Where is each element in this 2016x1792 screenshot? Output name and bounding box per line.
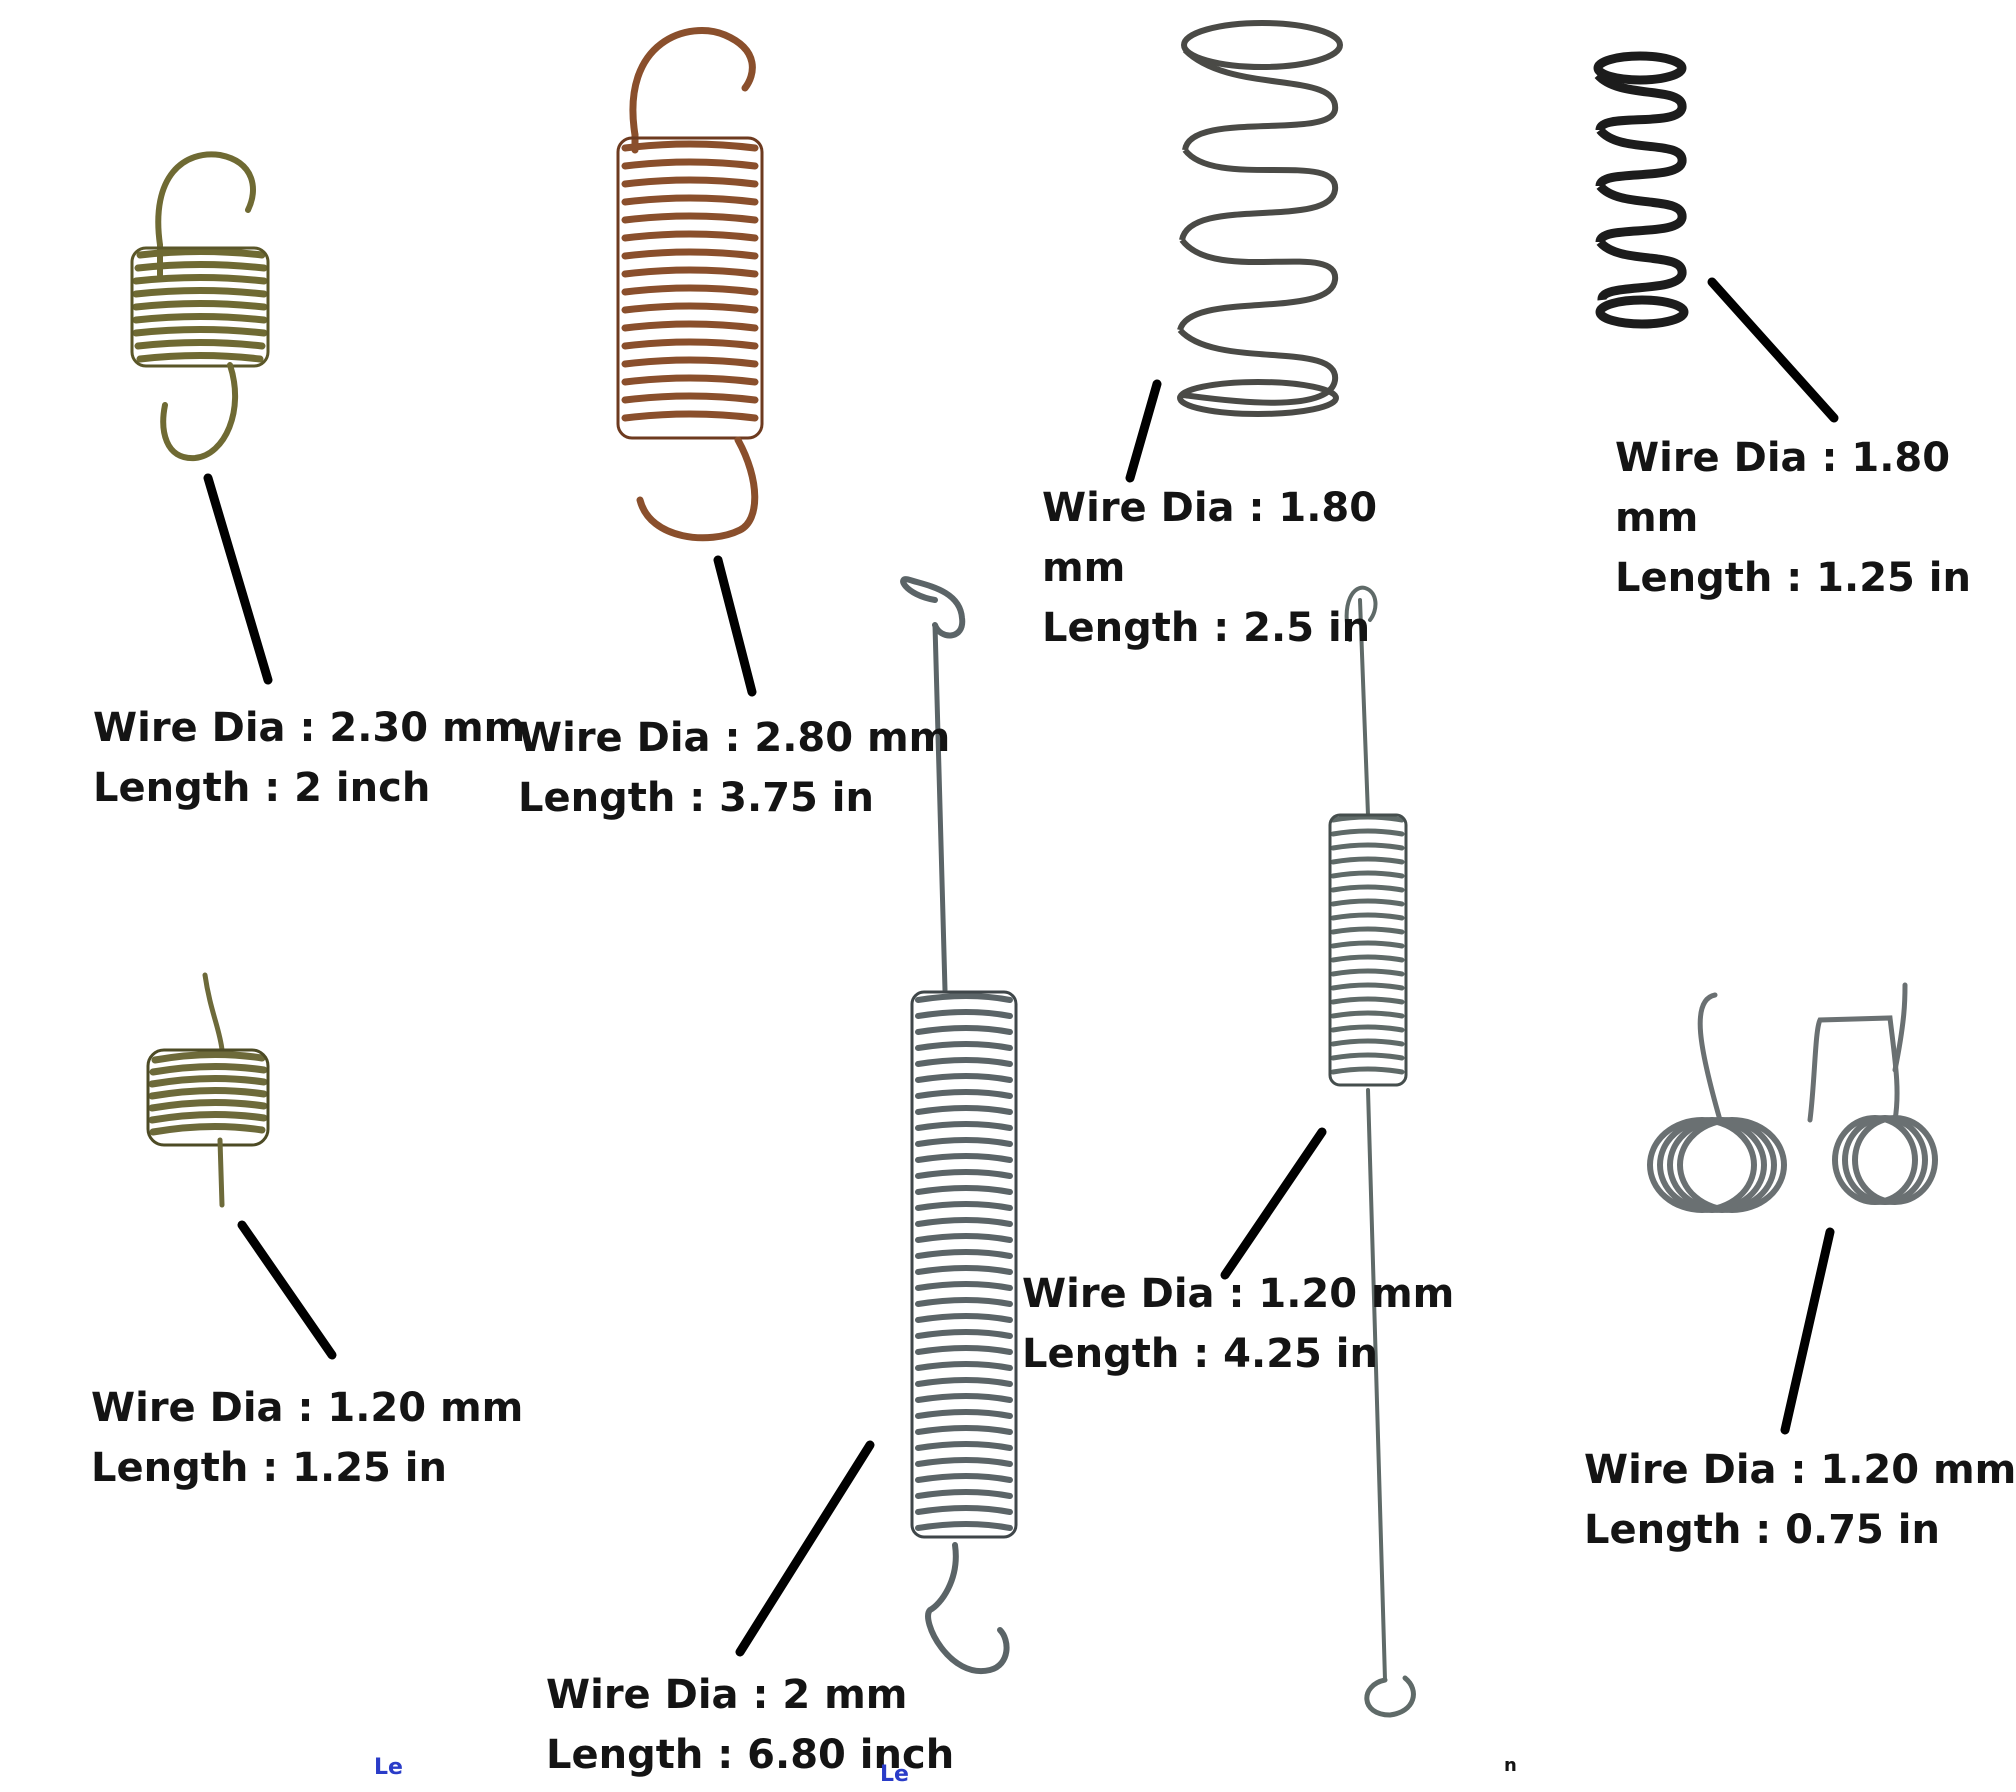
spring-7-length: Length : 4.25 in — [1022, 1331, 1378, 1377]
spring-2-specs: Wire Dia : 2.80 mm Length : 3.75 in — [518, 708, 950, 828]
spring-8-image — [1647, 982, 1938, 1213]
spring-6-image — [900, 576, 1018, 1675]
leader-line-6 — [735, 1440, 875, 1657]
spring-3-wire-dia: Wire Dia : 1.80 — [1042, 485, 1378, 531]
spring-8-specs: Wire Dia : 1.20 mm Length : 0.75 in — [1584, 1440, 2016, 1560]
spring-7-wire-dia: Wire Dia : 1.20 mm — [1022, 1271, 1455, 1317]
spring-7-image — [1328, 585, 1416, 1718]
spring-3-wire-dia-unit: mm — [1042, 545, 1126, 591]
spring-6-length: Length : 6.80 inch — [546, 1732, 955, 1778]
spring-4-image — [1593, 51, 1689, 329]
leader-line-1 — [203, 473, 273, 685]
spring-4-specs: Wire Dia : 1.80 mm Length : 1.25 in — [1615, 428, 1971, 608]
spring-5-image — [146, 972, 270, 1208]
leader-line-5 — [237, 1220, 337, 1360]
spring-2-wire-dia: Wire Dia : 2.80 mm — [518, 715, 951, 761]
leader-line-2 — [713, 555, 757, 697]
spring-3-length: Length : 2.5 in — [1042, 605, 1371, 651]
leader-lines — [203, 277, 1839, 1657]
spring-6-wire-dia: Wire Dia : 2 mm — [546, 1672, 908, 1718]
leader-line-3 — [1125, 379, 1162, 483]
spring-8-wire-dia: Wire Dia : 1.20 mm — [1584, 1447, 2016, 1493]
text-fragment-2: Le — [880, 1762, 909, 1787]
spring-3-image — [1177, 20, 1343, 417]
spring-7-specs: Wire Dia : 1.20 mm Length : 4.25 in — [1022, 1264, 1454, 1384]
spring-4-wire-dia: Wire Dia : 1.80 — [1615, 435, 1951, 481]
spring-5-specs: Wire Dia : 1.20 mm Length : 1.25 in — [91, 1378, 523, 1498]
spring-1-wire-dia: Wire Dia : 2.30 mm — [93, 705, 526, 751]
leader-line-7 — [1220, 1127, 1327, 1280]
spring-2-image — [616, 27, 764, 542]
spring-2-length: Length : 3.75 in — [518, 775, 874, 821]
text-fragment-1: Le — [374, 1755, 403, 1780]
spring-3-specs: Wire Dia : 1.80 mm Length : 2.5 in — [1042, 478, 1377, 658]
spring-1-image — [130, 151, 270, 462]
leader-line-4 — [1707, 277, 1839, 423]
spring-1-length: Length : 2 inch — [93, 765, 431, 811]
spring-4-wire-dia-unit: mm — [1615, 495, 1699, 541]
spring-1-specs: Wire Dia : 2.30 mm Length : 2 inch — [93, 698, 525, 818]
spring-4-length: Length : 1.25 in — [1615, 555, 1971, 601]
spring-5-length: Length : 1.25 in — [91, 1445, 447, 1491]
text-fragment-3: n — [1504, 1755, 1517, 1776]
leader-line-8 — [1780, 1227, 1835, 1435]
spring-6-specs: Wire Dia : 2 mm Length : 6.80 inch — [546, 1665, 954, 1785]
spring-5-wire-dia: Wire Dia : 1.20 mm — [91, 1385, 524, 1431]
spring-8-length: Length : 0.75 in — [1584, 1507, 1940, 1553]
